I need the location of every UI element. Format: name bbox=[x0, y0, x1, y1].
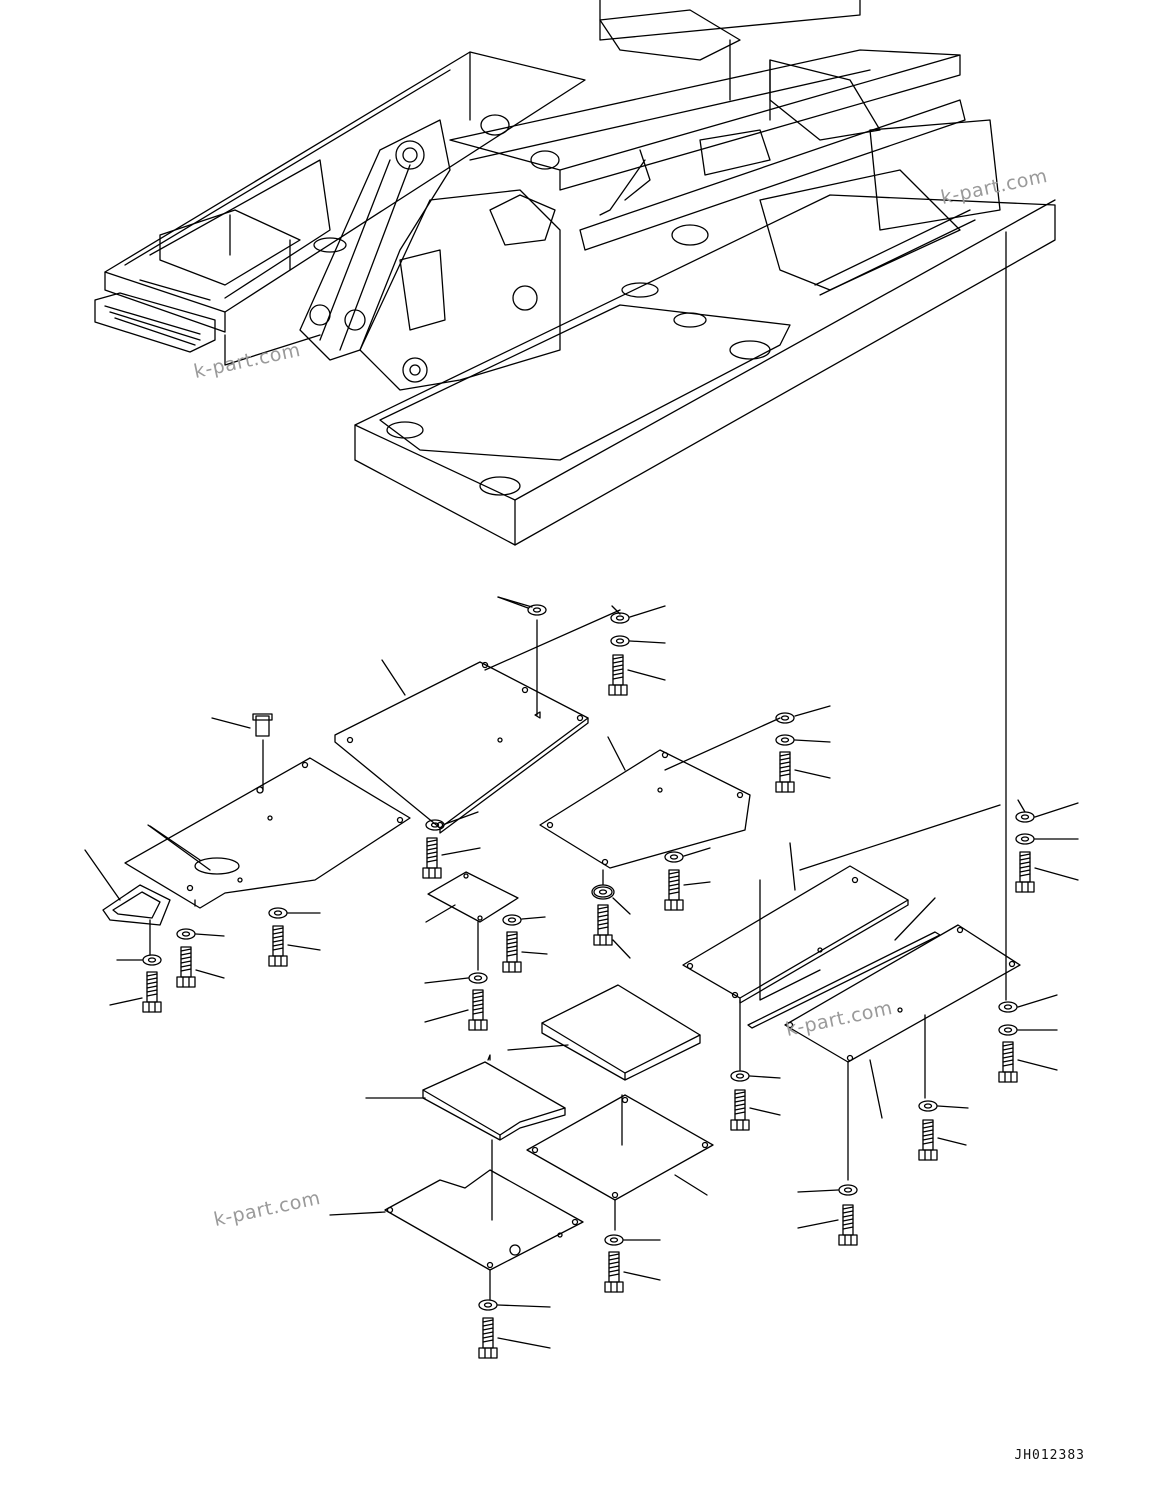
plate-right-narrow bbox=[747, 924, 1021, 1063]
bolt bbox=[422, 837, 442, 879]
washer bbox=[610, 612, 630, 624]
washer bbox=[610, 635, 630, 647]
bolt bbox=[664, 869, 684, 911]
washer bbox=[468, 972, 488, 984]
bolt bbox=[838, 1204, 858, 1246]
plate-lower-right bbox=[526, 1094, 714, 1201]
bolt bbox=[478, 1317, 498, 1359]
washer bbox=[502, 914, 522, 926]
bolt bbox=[608, 654, 628, 696]
insulation-pad-upper bbox=[541, 984, 701, 1081]
bolt bbox=[468, 989, 488, 1031]
plate-middle-right bbox=[539, 749, 751, 869]
washer bbox=[1015, 833, 1035, 845]
washer bbox=[838, 1184, 858, 1196]
bolt bbox=[176, 946, 196, 988]
bolt bbox=[730, 1089, 750, 1131]
bolt bbox=[502, 931, 522, 973]
bolt bbox=[775, 751, 795, 793]
washer bbox=[478, 1299, 498, 1311]
insulation-pad-lower bbox=[422, 1061, 566, 1141]
washer bbox=[142, 954, 162, 966]
washer bbox=[730, 1070, 750, 1082]
washer bbox=[775, 712, 795, 724]
cover-ring bbox=[102, 884, 171, 926]
washer bbox=[176, 928, 196, 940]
washer bbox=[998, 1001, 1018, 1013]
revolving-frame bbox=[94, 0, 1056, 546]
washer bbox=[593, 886, 613, 898]
bolt bbox=[1015, 851, 1035, 893]
washer bbox=[527, 604, 547, 616]
plate-upper-middle bbox=[334, 661, 589, 834]
washer bbox=[918, 1100, 938, 1112]
washer bbox=[604, 1234, 624, 1246]
bolt bbox=[998, 1041, 1018, 1083]
plate-left-large bbox=[124, 757, 411, 909]
washer bbox=[268, 907, 288, 919]
washer bbox=[425, 819, 445, 831]
hardware bbox=[109, 596, 1079, 1359]
washer bbox=[1015, 811, 1035, 823]
plate-lower-left bbox=[384, 1169, 584, 1271]
washer bbox=[775, 734, 795, 746]
plate-small-square bbox=[427, 871, 519, 923]
washer bbox=[998, 1024, 1018, 1036]
bolt bbox=[142, 971, 162, 1013]
drawing-code: JH012383 bbox=[1014, 1448, 1085, 1463]
washer bbox=[664, 851, 684, 863]
bolt bbox=[593, 904, 613, 946]
bolt bbox=[252, 713, 273, 737]
bolt bbox=[604, 1251, 624, 1293]
bolt bbox=[918, 1119, 938, 1161]
bolt bbox=[268, 925, 288, 967]
